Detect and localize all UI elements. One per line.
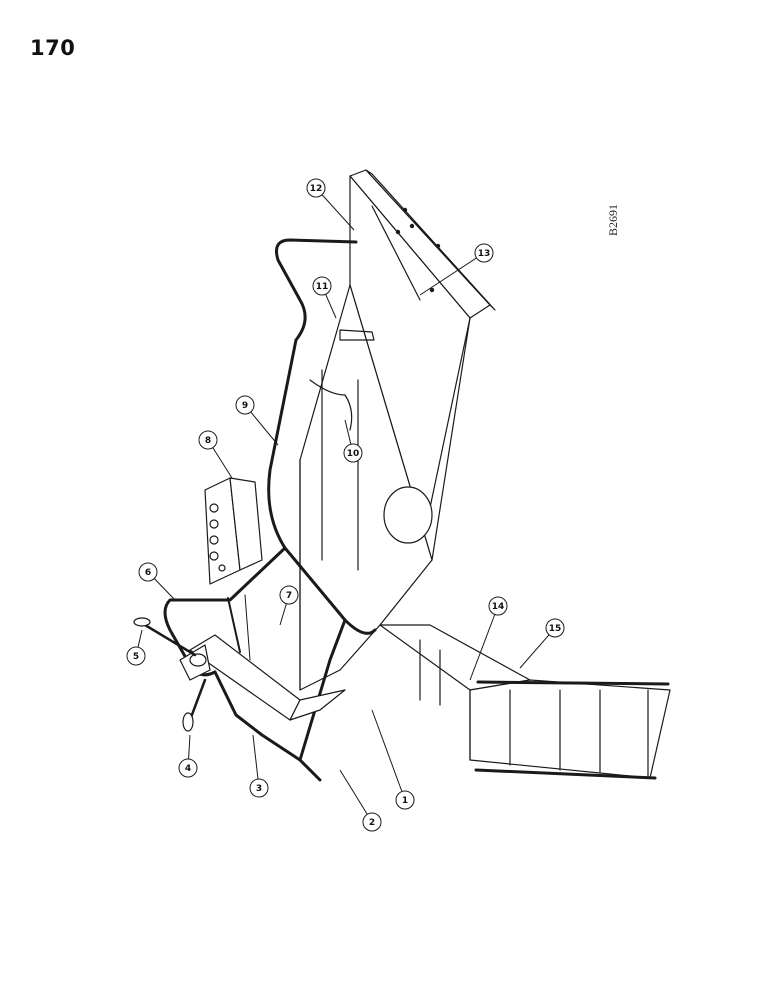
page-number: 170 [30,36,76,60]
callout-15-label: 15 [549,624,562,634]
callout-2: 2 [339,769,382,832]
callout-11: 11 [312,276,337,319]
control-panel [204,477,263,585]
callout-7: 7 [279,585,299,626]
callout-8-label: 8 [205,436,211,446]
callouts: 1 2 3 4 5 6 7 [126,178,565,832]
callout-8: 8 [198,430,233,479]
ladder [379,624,671,780]
callout-3: 3 [249,734,269,798]
console [179,634,346,721]
callout-10: 10 [343,419,363,463]
callout-14: 14 [469,596,508,681]
callout-9-label: 9 [242,401,248,411]
callout-13: 13 [419,243,494,296]
callout-5-label: 5 [133,652,139,662]
callout-13-label: 13 [478,249,491,259]
callout-12: 12 [306,178,355,231]
callout-14-label: 14 [492,602,505,612]
control-levers [133,594,251,732]
callout-11-label: 11 [316,282,329,292]
callout-15: 15 [519,618,565,669]
callout-9: 9 [235,395,279,446]
callout-12-label: 12 [310,184,323,194]
callout-7-label: 7 [286,591,292,601]
callout-1: 1 [371,709,415,810]
callout-6-label: 6 [145,568,151,578]
callout-4-label: 4 [185,764,191,774]
callout-5: 5 [126,629,146,666]
callout-6: 6 [138,562,176,601]
rear-platform [339,169,496,671]
callout-2-label: 2 [369,818,375,828]
callout-1-label: 1 [402,796,408,806]
callout-10-label: 10 [347,449,360,459]
callout-3-label: 3 [256,784,262,794]
callout-4: 4 [178,734,198,778]
